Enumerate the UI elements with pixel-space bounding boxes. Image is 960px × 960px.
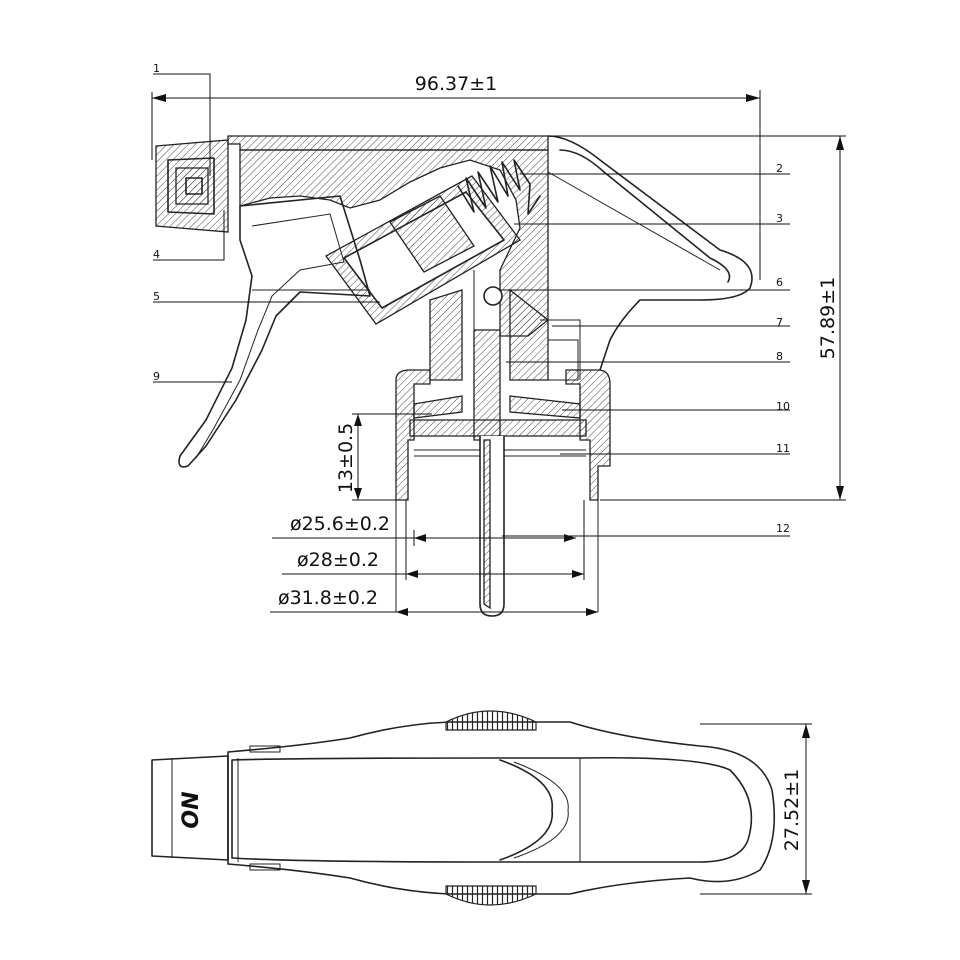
dim-overall-height: 57.89±1: [817, 277, 839, 359]
vent-chamber: [540, 319, 581, 380]
cap-knurl-top: [445, 710, 537, 731]
vent-valve: [547, 339, 579, 381]
cap-knurl-bottom: [445, 885, 537, 906]
callout-10: 10: [776, 400, 790, 413]
callout-8: 8: [776, 350, 783, 363]
dim-outer-diameter: ø31.8±0.2: [278, 587, 378, 609]
piston-head: [389, 195, 475, 273]
shroud-line: [547, 171, 721, 271]
dimensions: 96.37±1 57.89±1 13±0.5 ø25.6±0.2 ø28±0.2…: [151, 73, 846, 616]
top-view: ON 27.52±1: [151, 710, 812, 906]
shroud-outline: [547, 135, 753, 371]
callout-7: 7: [776, 316, 783, 329]
callouts: 1 2 3 4 5 6 7 8 9 10 11 12: [153, 62, 790, 537]
dim-inner-diameter: ø25.6±0.2: [290, 513, 390, 535]
nozzle-on-label: ON: [179, 791, 204, 828]
dim-overall-length: 96.37±1: [415, 73, 497, 95]
stem: [473, 329, 501, 441]
dim-cap-height: 13±0.5: [335, 423, 357, 493]
top-tab-bottom: [249, 863, 281, 871]
top-trigger-arc: [499, 759, 553, 861]
callout-12: 12: [776, 522, 790, 535]
callout-1: 1: [153, 62, 160, 75]
shroud-inner: [559, 149, 731, 283]
pump-chamber-left: [429, 289, 463, 381]
dim-middle-diameter: ø28±0.2: [297, 549, 379, 571]
nozzle-orifice: [185, 177, 203, 195]
nozzle-core: [175, 167, 209, 205]
nozzle-inner: [167, 157, 215, 215]
top-body-outline: [227, 721, 776, 895]
side-section-view: [155, 135, 753, 617]
callout-4: 4: [153, 248, 160, 261]
callout-2: 2: [776, 162, 783, 175]
trigger: [178, 195, 371, 468]
top-inner-outline: [231, 756, 753, 863]
top-nozzle: [151, 755, 229, 861]
cap-top-right: [509, 395, 581, 419]
cap-top: [413, 395, 463, 419]
trigger-inner: [195, 213, 345, 459]
callout-11: 11: [776, 442, 790, 455]
body-top-wall: [227, 135, 549, 151]
callout-9: 9: [153, 370, 160, 383]
spring: [457, 159, 541, 215]
callout-5: 5: [153, 290, 160, 303]
check-ball: [483, 286, 503, 306]
cap-right-wall: [565, 369, 611, 501]
callout-6: 6: [776, 276, 783, 289]
dim-top-width: 27.52±1: [781, 769, 803, 851]
top-tab-top: [249, 745, 281, 753]
dip-tube-wall: [483, 439, 491, 610]
callout-3: 3: [776, 212, 783, 225]
top-trigger-arc-inner: [513, 761, 569, 859]
